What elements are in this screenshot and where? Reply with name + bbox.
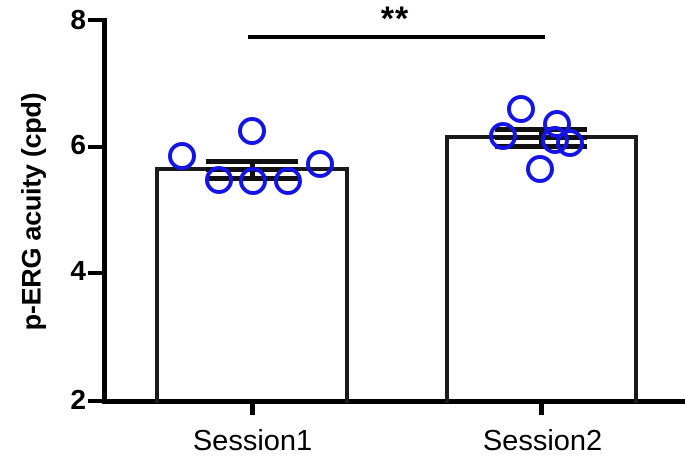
y-axis-spine: [102, 18, 107, 404]
y-tick-label-group: 8 6 4 2: [46, 0, 86, 465]
y-tick-mark-6: [88, 145, 104, 149]
data-point: [274, 167, 302, 195]
data-point: [306, 150, 334, 178]
y-tick-label-8: 8: [70, 4, 86, 35]
significance-stars: **: [380, 0, 410, 38]
data-point: [205, 166, 233, 194]
y-tick-mark-8: [88, 18, 104, 22]
data-point: [239, 167, 267, 195]
data-point: [507, 95, 535, 123]
y-axis-title: p-ERG acuity (cpd): [16, 92, 47, 331]
y-tick-label-6: 6: [70, 129, 86, 160]
x-axis-label-session1: Session1: [192, 425, 313, 457]
x-axis-spine: [102, 399, 685, 404]
error-bar-session1-upper-cap: [206, 159, 298, 164]
y-tick-mark-2: [88, 399, 104, 403]
error-bar-session2-upper-cap: [495, 127, 587, 132]
data-point: [526, 155, 554, 183]
significance-bracket-line: [248, 35, 545, 39]
data-point: [168, 142, 196, 170]
x-axis-label-session2: Session2: [482, 425, 603, 457]
data-point: [489, 122, 517, 150]
x-tick-mark-session1: [250, 404, 255, 415]
x-tick-mark-session2: [539, 404, 544, 415]
y-tick-label-4: 4: [70, 255, 86, 286]
data-point: [238, 117, 266, 145]
y-tick-label-2: 2: [70, 384, 86, 415]
error-bar-session2-lower-cap: [495, 144, 587, 149]
y-tick-mark-4: [88, 271, 104, 275]
data-point: [541, 126, 569, 154]
bar-session1: [155, 167, 349, 403]
